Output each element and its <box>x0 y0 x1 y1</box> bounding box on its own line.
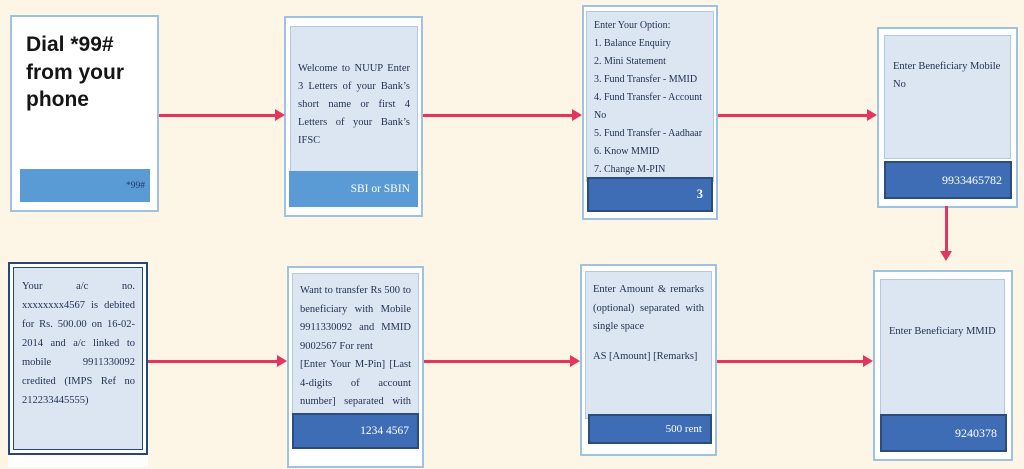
flow-arrow-confirmation-to-mpin <box>148 355 287 368</box>
arrowhead-right-icon <box>572 109 582 121</box>
input-value: 1234 4567 <box>360 425 409 437</box>
arrowhead-right-icon <box>275 109 285 121</box>
phone-dial-screen: Dial *99# from your phone *99# <box>10 15 159 212</box>
phone-beneficiary-mmid-screen: Enter Beneficiary MMID 9240378 <box>873 270 1013 461</box>
arrow-shaft <box>717 360 865 363</box>
ussd-input-bar: 3 <box>587 177 713 212</box>
menu-item: 2. Mini Statement <box>594 56 666 67</box>
arrow-shaft <box>148 360 279 363</box>
menu-panel: Enter Your Option: 1. Balance Enquiry 2.… <box>586 11 714 182</box>
input-value: 9933465782 <box>942 172 1002 187</box>
arrowhead-right-icon <box>570 355 580 367</box>
flow-arrow-dial-to-bank <box>159 109 285 122</box>
flow-arrow-mobile-to-mmid <box>940 206 953 261</box>
dial-instruction-text: Dial *99# from your phone <box>26 33 125 112</box>
phone-bank-select-screen: Welcome to NUUP Enter 3 Letters of your … <box>284 16 423 217</box>
phone-beneficiary-mobile-screen: Enter Beneficiary Mobile No 9933465782 <box>877 27 1018 208</box>
amount-format-text: AS [Amount] [Remarks] <box>593 350 698 362</box>
welcome-text: Welcome to NUUP Enter 3 Letters of your … <box>290 26 418 172</box>
ussd-input-bar: *99# <box>20 169 150 202</box>
menu-item: 6. Know MMID <box>594 146 660 157</box>
arrowhead-down-icon <box>940 251 952 261</box>
input-value: 9240378 <box>955 425 997 440</box>
arrowhead-right-icon <box>863 355 873 367</box>
ussd-input-bar: 9240378 <box>880 414 1007 452</box>
menu-heading: Enter Your Option: <box>594 20 671 31</box>
menu-item: 3. Fund Transfer - MMID <box>594 74 698 85</box>
menu-item: 1. Balance Enquiry <box>594 38 671 49</box>
ussd-input-bar: 1234 4567 <box>292 413 419 449</box>
amount-prompt-text: Enter Amount & remarks (optional) separa… <box>593 284 704 332</box>
phone-menu-screen: Enter Your Option: 1. Balance Enquiry 2.… <box>582 5 718 220</box>
beneficiary-mobile-prompt: Enter Beneficiary Mobile No <box>884 35 1011 159</box>
transfer-summary-text: Want to transfer Rs 500 to beneficiary w… <box>300 285 411 352</box>
arrow-shaft <box>424 360 572 363</box>
mpin-instruction-text: [Enter Your M-Pin] [Last 4-digits of acc… <box>300 359 411 415</box>
arrow-shaft <box>945 206 948 253</box>
arrow-shaft <box>159 114 277 117</box>
flow-arrow-bank-to-menu <box>423 109 582 122</box>
input-value: 3 <box>696 187 703 201</box>
ussd-input-bar: 500 rent <box>588 414 712 444</box>
menu-item: 5. Fund Transfer - Aadhaar <box>594 128 703 139</box>
phone-debit-confirmation-screen: Your a/c no. xxxxxxxx4567 is debited for… <box>8 262 148 455</box>
phone-mpin-screen: Want to transfer Rs 500 to beneficiary w… <box>287 266 424 468</box>
mpin-panel: Want to transfer Rs 500 to beneficiary w… <box>292 273 419 416</box>
ussd-input-bar: 9933465782 <box>884 161 1012 199</box>
input-value: *99# <box>126 180 145 191</box>
phone-frame-bottom <box>8 455 148 467</box>
flow-arrow-mpin-to-amount <box>424 355 580 368</box>
menu-item: 7. Change M-PIN <box>594 164 666 175</box>
flow-arrow-amount-to-mmid <box>717 355 873 368</box>
arrow-shaft <box>718 114 869 117</box>
ussd-input-bar: SBI or SBIN <box>289 171 418 207</box>
arrowhead-right-icon <box>867 109 877 121</box>
input-value: 500 rent <box>665 423 702 435</box>
flow-arrow-menu-to-mobile <box>718 109 877 122</box>
beneficiary-mmid-prompt: Enter Beneficiary MMID <box>880 279 1005 419</box>
input-value: SBI or SBIN <box>350 183 410 195</box>
debit-confirmation-text: Your a/c no. xxxxxxxx4567 is debited for… <box>13 267 143 450</box>
amount-panel: Enter Amount & remarks (optional) separa… <box>585 271 712 419</box>
phone-amount-screen: Enter Amount & remarks (optional) separa… <box>580 264 717 456</box>
arrowhead-right-icon <box>277 355 287 367</box>
arrow-shaft <box>423 114 574 117</box>
menu-item: 4. Fund Transfer - Account No <box>594 92 703 121</box>
